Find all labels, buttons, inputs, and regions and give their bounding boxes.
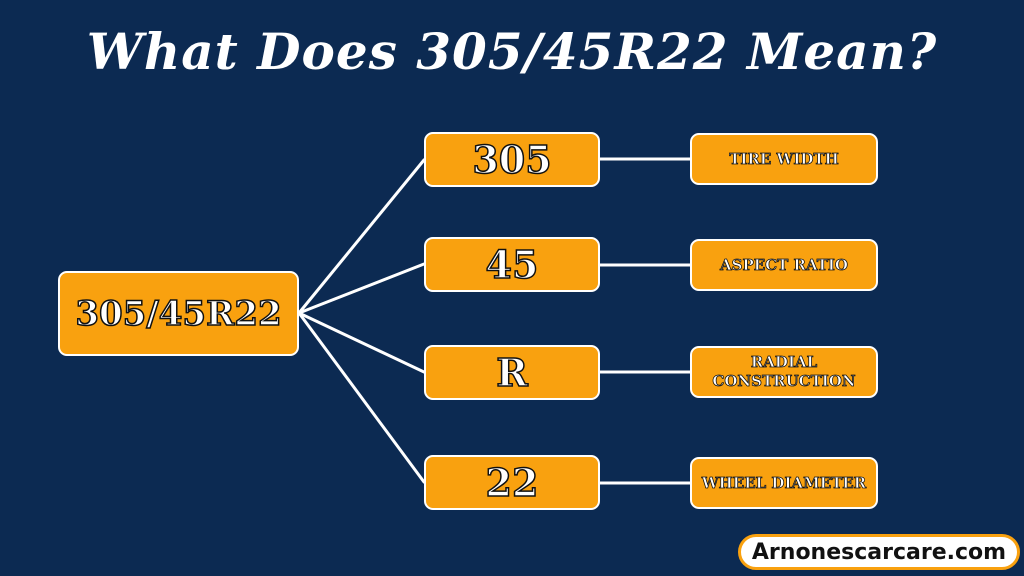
meaning-label: TIRE WIDTH	[729, 149, 839, 168]
code-label: 45	[485, 241, 539, 288]
branch-line-construction	[297, 311, 426, 374]
meaning-box-aspect: ASPECT RATIO	[690, 239, 878, 291]
code-box-aspect: 45	[424, 237, 600, 292]
code-box-width: 305	[424, 132, 600, 187]
code-box-construction: R	[424, 345, 600, 400]
code-label: R	[495, 349, 528, 396]
meaning-label: WHEEL DIAMETER	[701, 473, 867, 492]
root-size-label: 305/45R22	[75, 293, 283, 335]
meaning-box-construction: RADIAL CONSTRUCTION	[690, 346, 878, 398]
meaning-box-width: TIRE WIDTH	[690, 133, 878, 185]
meaning-label: ASPECT RATIO	[719, 255, 849, 274]
code-label: 305	[472, 136, 553, 183]
code-box-diameter: 22	[424, 455, 600, 510]
brand-text: Arnonescarcare.com	[751, 539, 1007, 565]
brand-badge: Arnonescarcare.com	[738, 534, 1020, 570]
page-title: What Does 305/45R22 Mean?	[86, 22, 938, 81]
root-size-box: 305/45R22	[58, 271, 299, 356]
branch-line-diameter	[297, 311, 426, 484]
meaning-label: RADIAL CONSTRUCTION	[712, 353, 856, 391]
meaning-box-diameter: WHEEL DIAMETER	[690, 457, 878, 509]
branch-line-aspect	[297, 262, 426, 315]
branch-line-width	[297, 158, 426, 315]
code-label: 22	[485, 459, 539, 506]
